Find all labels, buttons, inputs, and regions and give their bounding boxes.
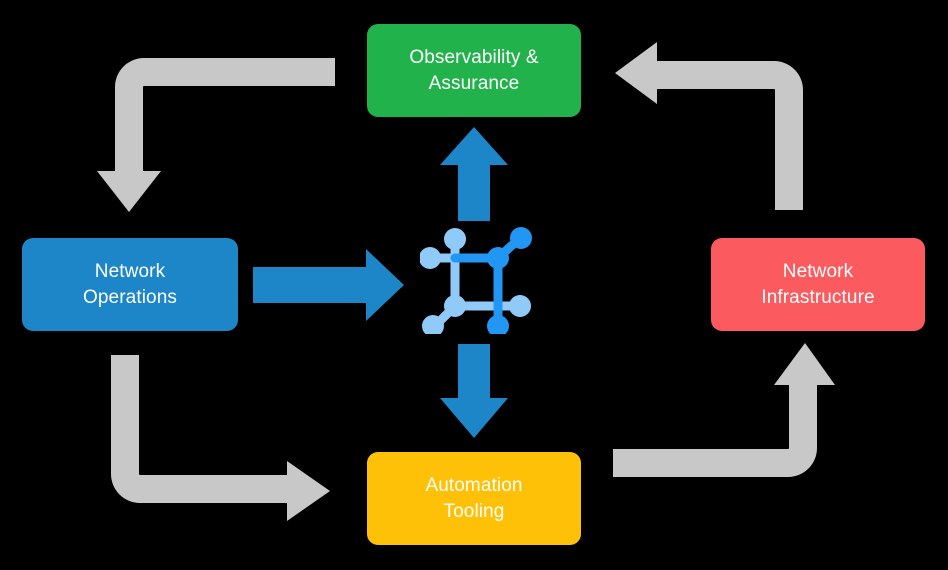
arrow-infrastructure-to-observability <box>615 42 803 210</box>
box-observability[interactable]: Observability & Assurance <box>367 24 581 117</box>
arrow-center-to-observability <box>440 127 508 221</box>
arrow-automation-to-infrastructure <box>613 343 835 477</box>
arrow-operations-to-automation <box>111 355 330 521</box>
box-network-operations[interactable]: Network Operations <box>22 238 238 331</box>
box-network-operations-label: Network Operations <box>83 261 177 308</box>
arrow-observability-to-operations <box>97 58 335 212</box>
icon-node <box>444 295 466 317</box>
icon-node <box>510 227 532 249</box>
arrow-center-to-automation <box>440 344 508 438</box>
icon-node <box>420 247 441 269</box>
network-topology-icon <box>420 227 532 334</box>
icon-node <box>487 315 509 334</box>
box-automation-tooling[interactable]: Automation Tooling <box>367 452 581 545</box>
icon-node <box>444 228 466 250</box>
icon-node <box>422 315 444 334</box>
icon-node <box>509 295 531 317</box>
arrow-operations-to-center <box>253 249 404 321</box>
icon-node <box>487 247 509 269</box>
box-automation-tooling-label: Automation Tooling <box>425 475 523 522</box>
box-observability-label: Observability & Assurance <box>409 47 539 94</box>
box-network-infrastructure-label: Network Infrastructure <box>761 261 875 308</box>
box-network-infrastructure[interactable]: Network Infrastructure <box>711 238 925 331</box>
